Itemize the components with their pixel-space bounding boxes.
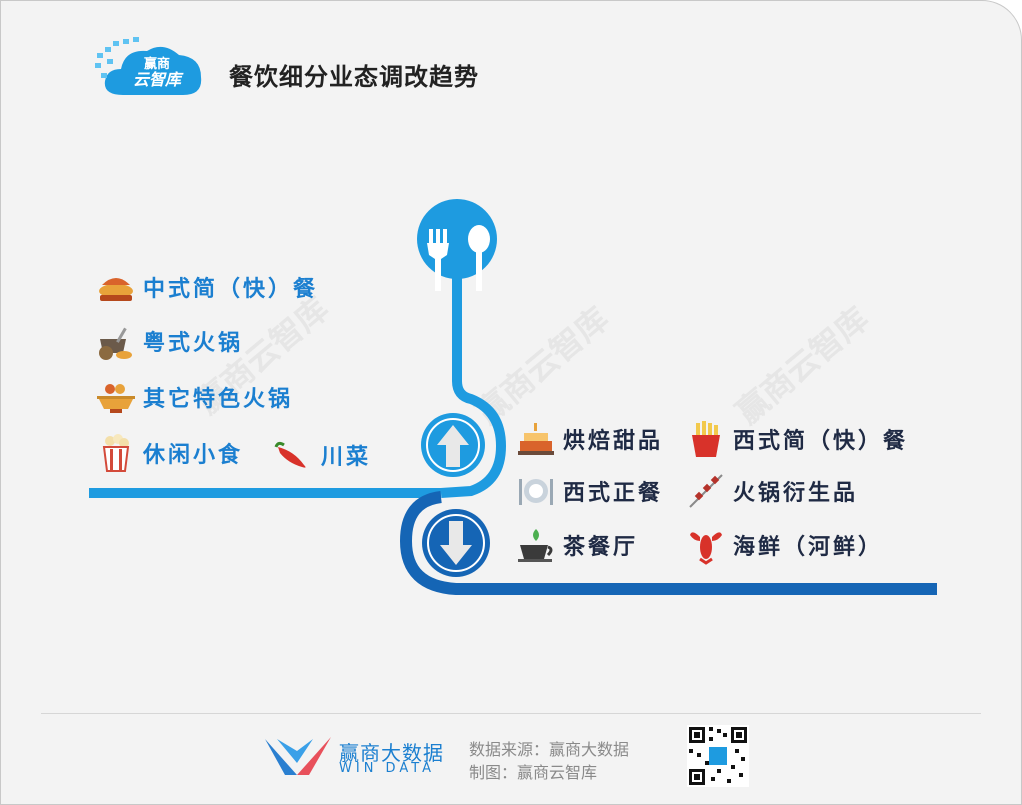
up-arrow-icon bbox=[437, 425, 469, 467]
brand-name: 赢商大数据 bbox=[339, 741, 444, 765]
item-label: 西式简（快）餐 bbox=[733, 429, 909, 454]
item-label: 休闲小食 bbox=[143, 443, 244, 468]
item-label: 粤式火锅 bbox=[143, 331, 244, 356]
down-item: 茶餐厅 bbox=[515, 525, 638, 565]
fast-food-bowl-icon bbox=[95, 267, 137, 307]
footer-divider bbox=[41, 713, 981, 714]
item-label: 茶餐厅 bbox=[563, 535, 639, 560]
brand-subtitle: WIN DATA bbox=[339, 761, 436, 776]
down-item: 西式正餐 bbox=[515, 471, 663, 511]
french-fries-icon bbox=[685, 419, 727, 459]
item-label: 中式简（快）餐 bbox=[143, 277, 319, 302]
up-item: 休闲小食 bbox=[95, 433, 243, 473]
item-label: 其它特色火锅 bbox=[143, 387, 294, 412]
cloud-logo-icon bbox=[95, 37, 202, 95]
qr-code-icon bbox=[687, 725, 749, 787]
chart-credit: 制图：赢商云智库 bbox=[469, 763, 598, 782]
down-arrow-icon bbox=[440, 521, 472, 565]
skewer-icon bbox=[685, 471, 727, 511]
cooking-pot-icon bbox=[95, 321, 137, 361]
page-title: 餐饮细分业态调改趋势 bbox=[229, 63, 479, 91]
logo-line1: 赢商 bbox=[143, 57, 170, 72]
down-item: 西式简（快）餐 bbox=[685, 419, 908, 459]
data-source: 数据来源：赢商大数据 bbox=[469, 740, 630, 759]
item-label: 烘焙甜品 bbox=[563, 429, 664, 454]
item-label: 海鲜（河鲜） bbox=[733, 535, 884, 560]
down-item: 火锅衍生品 bbox=[685, 471, 858, 511]
up-item: 粤式火锅 bbox=[95, 321, 243, 361]
hotpot-icon bbox=[95, 377, 137, 417]
down-item: 烘焙甜品 bbox=[515, 419, 663, 459]
up-item: 川菜 bbox=[273, 435, 371, 475]
cake-icon bbox=[515, 419, 557, 459]
item-label: 西式正餐 bbox=[563, 481, 664, 506]
logo-text: 赢商 云智库 bbox=[127, 57, 187, 89]
down-item: 海鲜（河鲜） bbox=[685, 525, 883, 565]
popcorn-icon bbox=[95, 433, 137, 473]
lobster-icon bbox=[685, 525, 727, 565]
tea-cup-icon bbox=[515, 525, 557, 565]
win-data-logo-icon bbox=[265, 737, 331, 775]
logo-line2: 云智库 bbox=[132, 70, 181, 89]
up-item: 其它特色火锅 bbox=[95, 377, 293, 417]
fork-spoon-icon bbox=[427, 225, 490, 291]
plate-cutlery-icon bbox=[515, 471, 557, 511]
chili-pepper-icon bbox=[273, 435, 315, 475]
item-label: 川菜 bbox=[321, 445, 372, 470]
item-label: 火锅衍生品 bbox=[733, 481, 859, 506]
up-item: 中式简（快）餐 bbox=[95, 267, 318, 307]
